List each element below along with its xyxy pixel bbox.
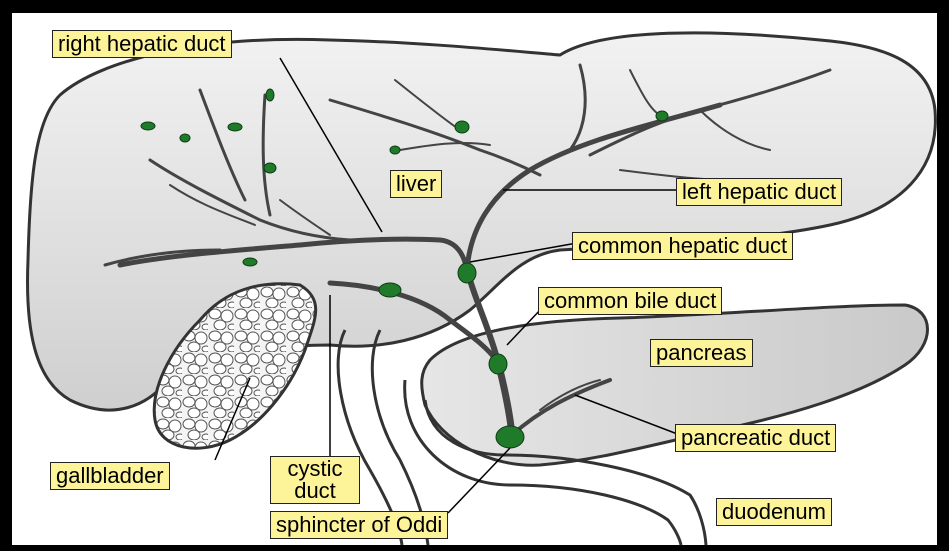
label-right-hepatic-duct: right hepatic duct — [52, 30, 232, 58]
label-cystic-duct-line2: duct — [294, 478, 336, 503]
label-common-hepatic-duct: common hepatic duct — [572, 232, 793, 260]
label-sphincter-of-oddi: sphincter of Oddi — [270, 511, 448, 539]
label-liver: liver — [390, 170, 442, 198]
label-left-hepatic-duct: left hepatic duct — [676, 178, 842, 206]
label-common-bile-duct: common bile duct — [538, 287, 722, 315]
label-gallbladder: gallbladder — [50, 462, 170, 490]
label-cystic-duct: cystic duct — [270, 456, 360, 504]
node-common-hepatic — [458, 263, 476, 283]
label-pancreatic-duct: pancreatic duct — [675, 424, 836, 452]
node-cystic — [379, 283, 401, 297]
node-common-bile — [489, 354, 507, 374]
node-sphincter — [496, 426, 524, 448]
label-duodenum: duodenum — [716, 498, 832, 526]
label-pancreas: pancreas — [650, 339, 753, 367]
